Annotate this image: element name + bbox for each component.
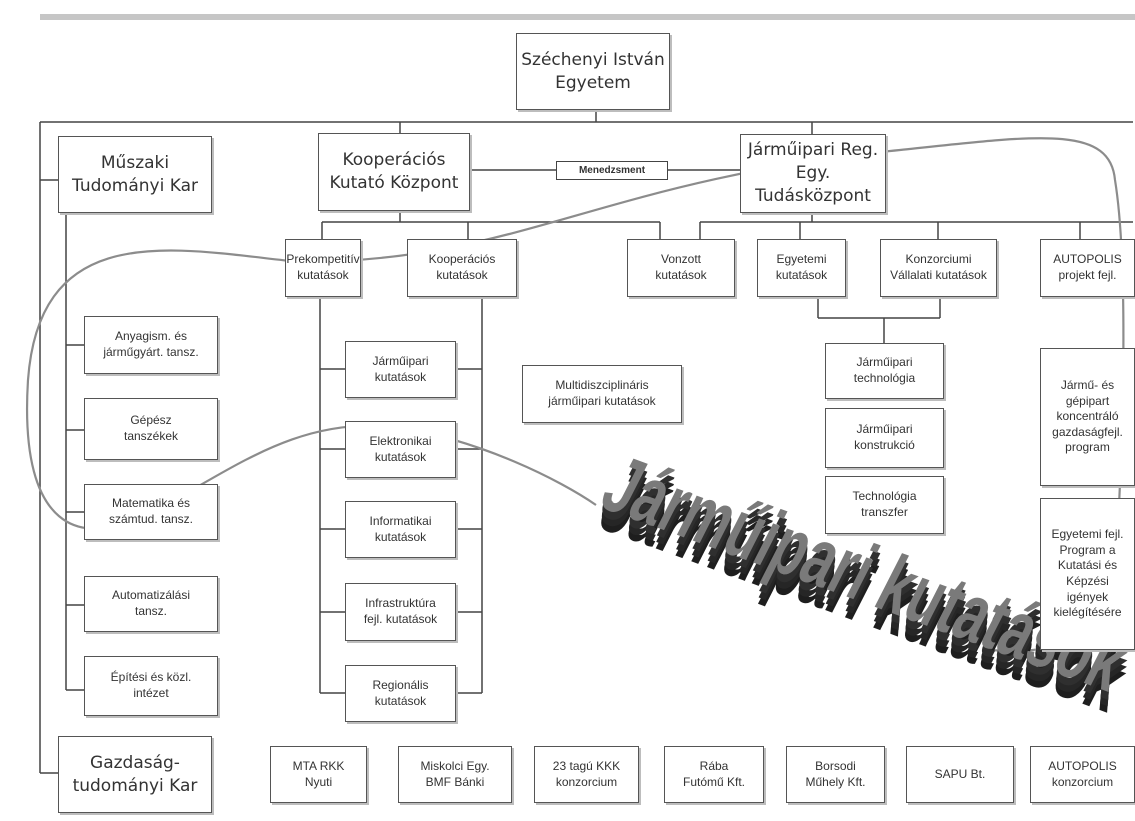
node-menedzsment: Menedzsment [556,161,668,180]
node-multidiszciplinaris: Multidiszciplináris járműipari kutatások [522,365,682,423]
header-bar [40,14,1135,20]
node-prekompetitiv: Prekompetitív kutatások [285,239,361,297]
node-autopolis-projekt: AUTOPOLIS projekt fejl. [1040,239,1135,297]
node-regionalis: Regionális kutatások [345,665,456,722]
node-informatikai: Informatikai kutatások [345,501,456,558]
node-raba: Rába Futómű Kft. [664,746,764,803]
node-mta: MTA RKK Nyuti [270,746,367,803]
node-gazdasag: Gazdaság- tudományi Kar [58,736,212,813]
node-autopolis-konzorcium: AUTOPOLIS konzorcium [1030,746,1135,803]
node-kooperacios: Kooperációs kutatások [407,239,517,297]
node-anyagism: Anyagism. és járműgyárt. tansz. [84,316,218,374]
node-egyetemi: Egyetemi kutatások [757,239,846,297]
node-epitesi: Építési és közl. intézet [84,656,218,716]
node-konzorciumi: Konzorciumi Vállalati kutatások [880,239,997,297]
node-jarmu-gepipar-program: Jármű- és gépipart koncentráló gazdaságf… [1040,348,1135,486]
node-matematika: Matematika és számtud. tansz. [84,484,218,540]
node-miskolci: Miskolci Egy. BMF Bánki [398,746,512,803]
node-technologia: Járműipari technológia [825,343,944,399]
node-transzfer: Technológia transzfer [825,476,944,534]
node-kkk23: 23 tagú KKK konzorcium [534,746,639,803]
node-jrtk: Járműipari Reg. Egy. Tudásközpont [740,134,886,213]
node-infrastruktura: Infrastruktúra fejl. kutatások [345,583,456,641]
node-elektronikai: Elektronikai kutatások [345,421,456,478]
node-automatizalasi: Automatizálási tansz. [84,576,218,632]
node-root: Széchenyi István Egyetem [516,33,670,110]
node-kkk: Kooperációs Kutató Központ [318,133,470,211]
node-jarmuipari-kutatasok: Járműipari kutatások [345,341,456,398]
node-borsodi: Borsodi Műhely Kft. [786,746,885,803]
node-konstrukcio: Járműipari konstrukció [825,408,944,468]
node-sapu: SAPU Bt. [906,746,1014,803]
node-muszaki: Műszaki Tudományi Kar [58,136,212,213]
node-vonzott: Vonzott kutatások [627,239,735,297]
node-gepesz: Gépész tanszékek [84,398,218,460]
node-egyetemi-fejl-program: Egyetemi fejl. Program a Kutatási és Kép… [1040,498,1135,650]
